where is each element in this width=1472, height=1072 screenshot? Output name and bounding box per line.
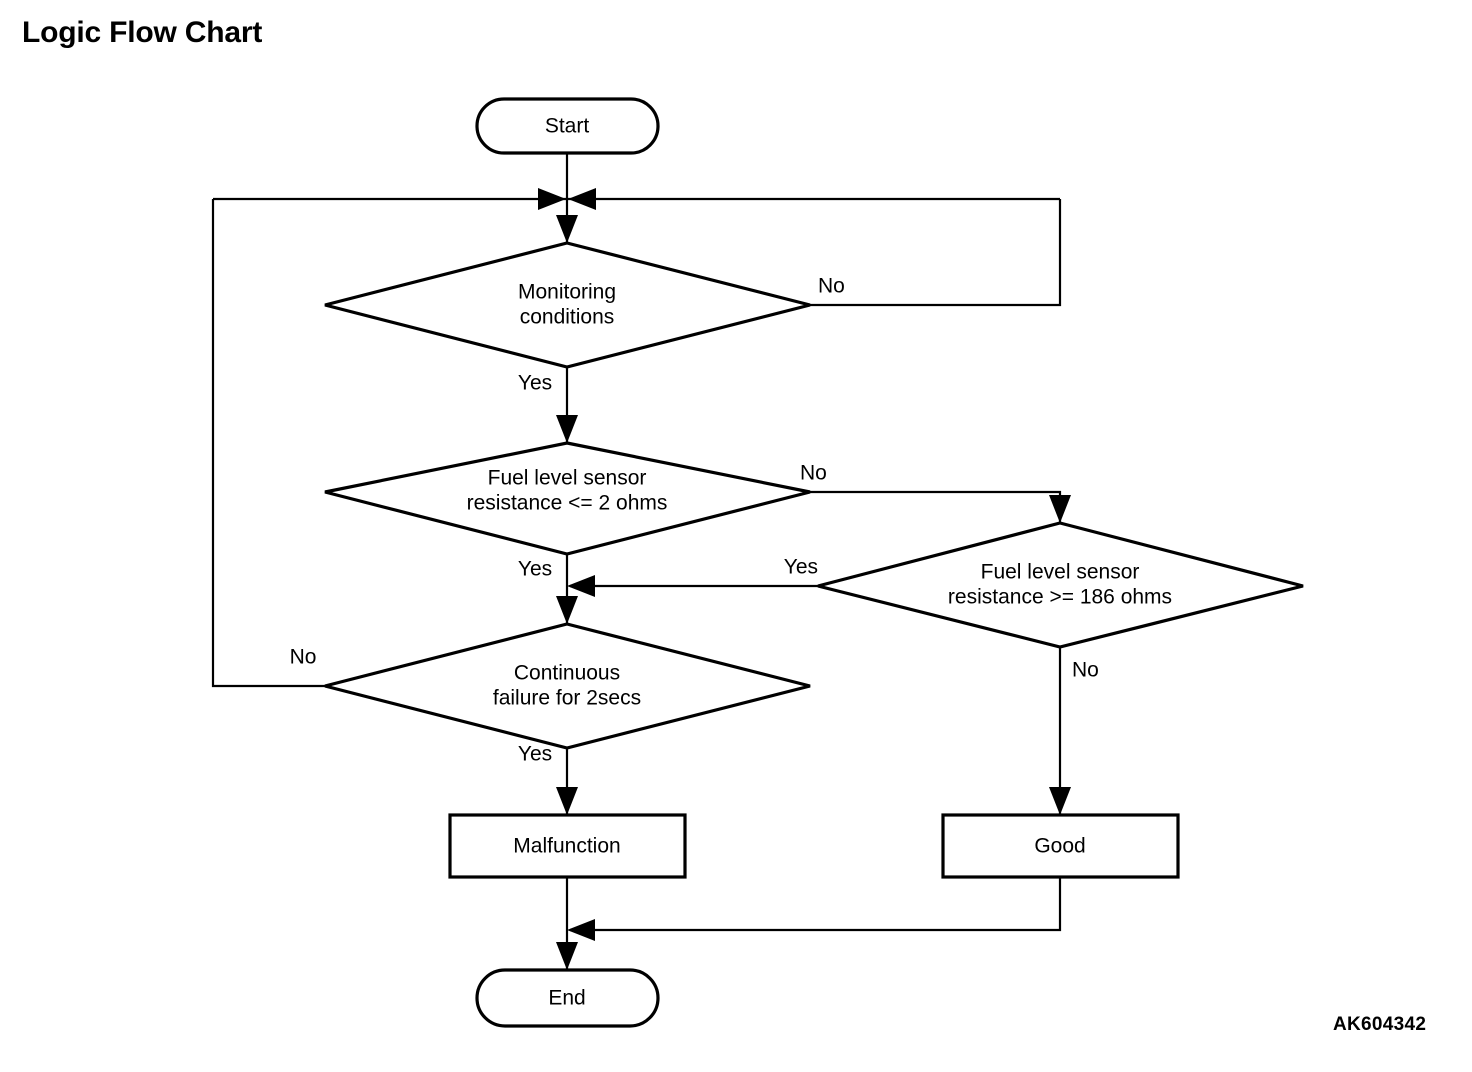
reference-code: AK604342	[1333, 1014, 1427, 1035]
node-cont-failure-label-line1: Continuous	[514, 662, 620, 685]
arrowhead-bus-from-left	[538, 188, 566, 210]
arrowhead-good-join	[567, 919, 595, 941]
connector-res-le-2-no	[810, 490, 1062, 523]
node-good[interactable]	[941, 813, 1180, 879]
arrowhead-into-malfunction	[556, 787, 578, 815]
node-start-label: Start	[545, 115, 590, 138]
node-malfunction-label: Malfunction	[513, 835, 620, 858]
node-res-le-2-label-line2: resistance <= 2 ohms	[467, 492, 668, 515]
arrowhead-into-end	[556, 942, 578, 970]
edge-label-monitoring-no: No	[818, 275, 845, 298]
edge-label-res-ge-186-no: No	[1072, 659, 1099, 682]
node-continuous-failure[interactable]	[324, 622, 811, 750]
node-start[interactable]	[475, 97, 660, 155]
edge-label-cont-failure-yes: Yes	[518, 743, 552, 766]
node-resistance-ge-186-ohms[interactable]	[817, 521, 1304, 649]
edge-label-res-ge-186-yes: Yes	[784, 556, 818, 579]
arrowhead-res-ge-186-yes-join	[567, 575, 595, 597]
arrowhead-into-res-le-2	[556, 415, 578, 443]
edge-label-res-le-2-yes: Yes	[518, 558, 552, 581]
arrowhead-into-cont-failure	[556, 596, 578, 624]
node-monitoring-label-line1: Monitoring	[518, 281, 616, 304]
node-end[interactable]	[475, 968, 660, 1028]
connector-good-to-end	[570, 877, 1062, 932]
connector-monitoring-no-loop	[810, 199, 1062, 307]
arrowhead-bus-from-right	[568, 188, 596, 210]
node-res-ge-186-label-line2: resistance >= 186 ohms	[948, 586, 1172, 609]
node-resistance-le-2-ohms[interactable]	[324, 441, 811, 556]
node-good-label: Good	[1034, 835, 1085, 858]
node-monitoring-conditions[interactable]	[324, 241, 811, 369]
edge-label-monitoring-yes: Yes	[518, 372, 552, 395]
arrowhead-into-monitoring	[556, 215, 578, 243]
node-res-ge-186-label-line1: Fuel level sensor	[981, 561, 1140, 584]
node-cont-failure-label-line2: failure for 2secs	[493, 687, 641, 710]
arrowhead-into-good	[1049, 787, 1071, 815]
node-malfunction[interactable]	[448, 813, 687, 879]
connector-cont-failure-no-loop	[211, 199, 325, 688]
node-res-le-2-label-line1: Fuel level sensor	[488, 467, 647, 490]
node-monitoring-label-line2: conditions	[520, 306, 615, 329]
arrowhead-into-res-ge-186	[1049, 495, 1071, 523]
node-end-label: End	[548, 987, 585, 1010]
page-title: Logic Flow Chart	[22, 16, 263, 49]
edge-label-cont-failure-no: No	[290, 646, 317, 669]
edge-label-res-le-2-no: No	[800, 462, 827, 485]
